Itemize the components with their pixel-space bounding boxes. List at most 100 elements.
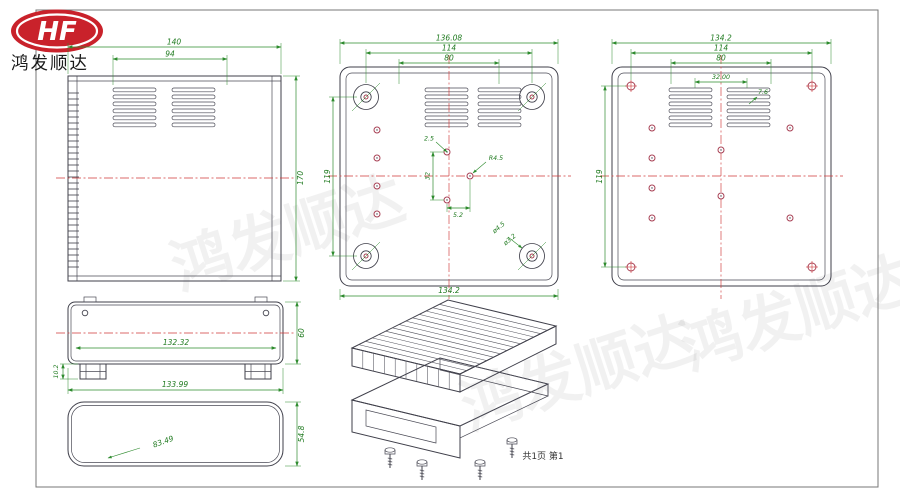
dim-label: 119 xyxy=(595,169,604,184)
sheet-border xyxy=(35,9,879,488)
isometric-view xyxy=(350,299,558,481)
bvc-vent-group-1 xyxy=(424,87,469,128)
dim-label: 83.49 xyxy=(152,434,175,450)
screw-hole xyxy=(648,154,656,162)
panel-body xyxy=(67,401,284,467)
dim-label: 132.32 xyxy=(163,338,189,347)
bvc-boss-top-right xyxy=(517,82,547,112)
bvc-boss-bottom-right xyxy=(517,241,547,271)
front-vent-group-1 xyxy=(112,87,157,128)
side-foot-left xyxy=(79,363,107,380)
panel-dim-height: 54.8 xyxy=(285,401,306,467)
watermark-text-3: 鸿发顺达 xyxy=(673,244,900,385)
bvr-body xyxy=(611,66,832,287)
dim-label: 140 xyxy=(167,38,182,47)
side-dim-height: 60 xyxy=(285,301,306,365)
screw-hole xyxy=(717,146,725,154)
screw-hole xyxy=(717,192,725,200)
front-body xyxy=(67,75,282,282)
dim-label: 80 xyxy=(444,54,454,63)
bvr-dim-width-top: 134.2 xyxy=(611,34,832,64)
bottom-view-center: 136.08 114 80 119 134.2 2.5 xyxy=(323,34,571,300)
logo-monogram: HF xyxy=(37,17,77,47)
bvc-dim-width-bottom: 134.2 xyxy=(339,286,559,300)
bvr-dim-hole-span: 114 xyxy=(630,44,813,80)
bvc-dim-height: 119 xyxy=(323,96,357,257)
side-foot-right xyxy=(244,363,272,380)
iso-screw-1 xyxy=(384,447,396,469)
bvr-vent-group-1 xyxy=(668,87,713,128)
side-tab-left xyxy=(83,296,97,303)
side-screw-right xyxy=(262,309,270,317)
side-dim-inner-width: 132.32 xyxy=(75,338,277,350)
dim-label: 133.99 xyxy=(162,380,188,389)
dim-label: 134.2 xyxy=(438,286,460,295)
screw-hole xyxy=(648,184,656,192)
screw-hole xyxy=(786,214,794,222)
side-screw-left xyxy=(81,309,89,317)
screw-hole xyxy=(648,124,656,132)
bvc-dim-offset: 2.5 xyxy=(424,136,448,153)
dim-label: 114 xyxy=(442,44,457,53)
screw-hole xyxy=(373,210,381,218)
screw-hole xyxy=(466,172,474,180)
dim-label: 5.2 xyxy=(453,212,463,219)
bvc-dim-hole-span: 114 xyxy=(365,44,533,83)
screw-hole xyxy=(373,182,381,190)
corner-hole xyxy=(805,79,819,93)
front-dim-width: 140 xyxy=(67,38,282,74)
dim-label: 134.2 xyxy=(710,34,732,43)
dim-label: 94 xyxy=(165,50,175,59)
bvr-dim-slot-pitch: 32.00 xyxy=(694,74,748,88)
bvc-note-radius: R4.5 xyxy=(472,155,503,174)
dim-label: 32 xyxy=(425,172,432,180)
bottom-view-right: 134.2 114 80 119 32.00 7.6 xyxy=(595,34,843,299)
front-left-fins xyxy=(68,88,79,272)
screw-hole xyxy=(786,124,794,132)
dim-label: 119 xyxy=(323,169,332,184)
side-dim-outer-width: 133.99 xyxy=(67,368,284,394)
iso-chassis xyxy=(350,357,550,459)
panel-dim-diagonal: 83.49 xyxy=(107,434,175,459)
dim-label: ø4.5 xyxy=(491,221,507,236)
dim-label: 2.5 xyxy=(424,136,434,143)
bvr-dim-height: 119 xyxy=(595,85,626,268)
dim-label: 170 xyxy=(296,171,305,186)
bvc-dim-vent-span: 80 xyxy=(398,54,500,84)
iso-screw-3 xyxy=(474,459,486,481)
front-dim-height: 170 xyxy=(283,75,305,282)
iso-screw-4 xyxy=(506,437,518,459)
screw-hole xyxy=(443,196,451,204)
page-info: 共1页 第1 xyxy=(522,450,563,462)
dim-label: 60 xyxy=(297,328,306,338)
front-dim-vent-width: 94 xyxy=(112,50,228,85)
logo-ring xyxy=(15,13,99,49)
bvr-dim-small: 7.6 xyxy=(748,89,768,105)
panel-inner-body xyxy=(71,405,280,463)
screw-hole xyxy=(648,214,656,222)
front-view: 140 94 170 xyxy=(56,38,305,282)
bvc-note-holes: ø4.5 ø3.2 xyxy=(491,221,523,249)
screw-hole xyxy=(373,126,381,134)
bvr-inner-body xyxy=(617,72,826,281)
dim-label: ø3.2 xyxy=(502,233,518,248)
dim-label: 54.8 xyxy=(297,425,306,442)
panel-view: 83.49 54.8 xyxy=(67,401,306,467)
company-logo: HF xyxy=(11,9,103,53)
dim-label: 80 xyxy=(716,54,726,63)
company-name: 鸿发顺达 xyxy=(11,54,89,74)
screw-hole xyxy=(373,154,381,162)
iso-screw-2 xyxy=(416,459,428,481)
logo-oval xyxy=(11,9,103,53)
bvc-dim-pitch: 32 xyxy=(425,151,444,201)
side-view: 132.32 60 10.2 133.99 xyxy=(53,296,306,394)
bvc-dim-width-top: 136.08 xyxy=(339,34,559,64)
dim-label: 32.00 xyxy=(712,74,730,81)
bvc-dim-small: 5.2 xyxy=(446,180,471,219)
side-tab-right xyxy=(254,296,268,303)
dim-label: 7.6 xyxy=(758,89,768,96)
dim-label: 136.08 xyxy=(436,34,462,43)
side-dim-foot: 10.2 xyxy=(53,363,78,380)
